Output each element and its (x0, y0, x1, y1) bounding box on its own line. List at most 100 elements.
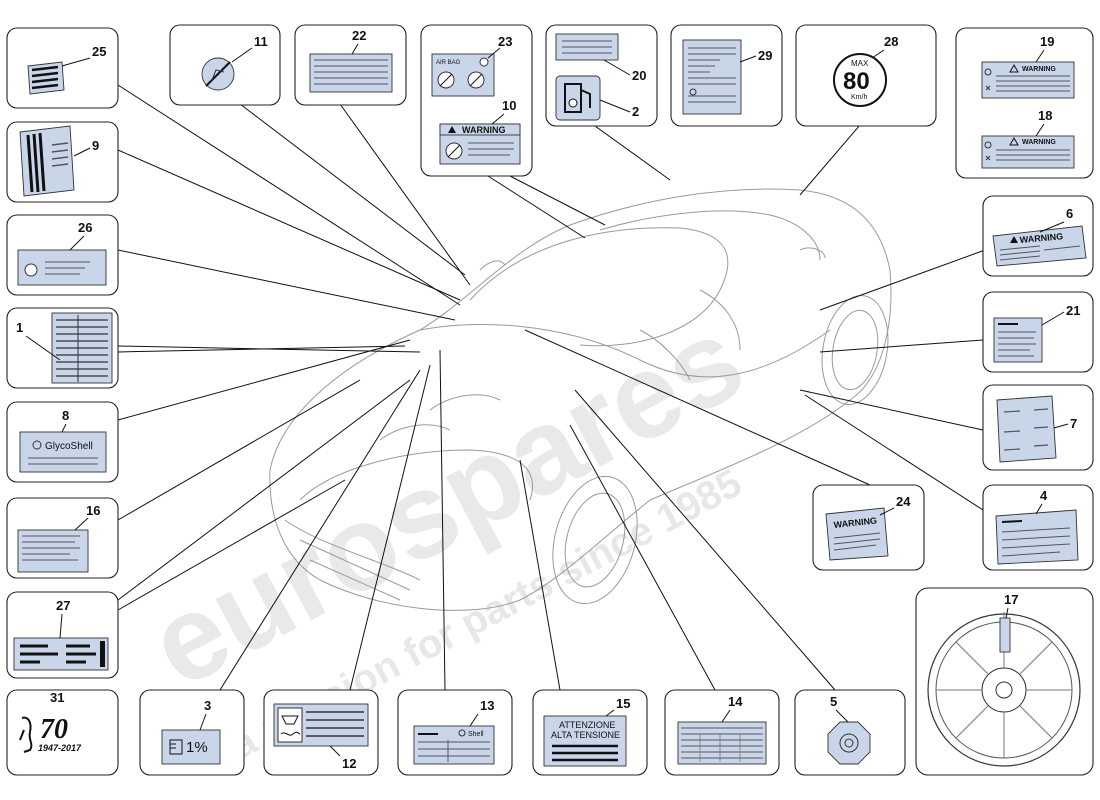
callout-29[interactable]: 29 (670, 24, 783, 127)
callout-number: 14 (728, 694, 743, 709)
callout-12[interactable]: 12 (263, 689, 379, 776)
label-6-sticker: WARNING (992, 225, 1087, 267)
car-outline (269, 188, 892, 611)
callout-number: 12 (342, 756, 356, 771)
warning-text: WARNING (462, 125, 506, 135)
callout-number: 15 (616, 696, 630, 711)
label-3-sticker: 1% (161, 729, 221, 765)
glycoshell-text: GlycoShell (45, 441, 93, 452)
callout-19-18[interactable]: 19 WARNING 18 WARNING (955, 27, 1094, 179)
label-1-sticker (51, 312, 113, 384)
warning-text: WARNING (1019, 231, 1063, 245)
callout-17[interactable]: 17 (915, 587, 1094, 776)
warning-text: WARNING (1022, 66, 1056, 73)
callout-7[interactable]: 7 (982, 384, 1094, 471)
callout-9[interactable]: 9 (6, 121, 119, 203)
callout-number: 8 (62, 408, 69, 423)
warning-text: WARNING (833, 515, 877, 529)
label-10-sticker: WARNING (439, 123, 521, 165)
callout-number: 18 (1038, 108, 1052, 123)
callout-number: 27 (56, 598, 70, 613)
callout-23-10[interactable]: 23 AIR BAG 10 WARNING (420, 24, 533, 177)
callout-number: 7 (1070, 416, 1077, 431)
callout-number: 26 (78, 220, 92, 235)
child-seat-icon (211, 69, 225, 81)
callout-number: 21 (1066, 303, 1080, 318)
callout-number: 3 (204, 698, 211, 713)
callout-13[interactable]: 13 Shell (397, 689, 513, 776)
label-20-sticker (555, 33, 619, 61)
callout-15[interactable]: 15 ATTENZIONE ALTA TENSIONE (532, 689, 648, 776)
callout-8[interactable]: 8 GlycoShell (6, 401, 119, 483)
callout-number: 11 (254, 34, 268, 49)
callout-3[interactable]: 3 1% (139, 689, 245, 776)
airbag-text: AIR BAG (436, 60, 461, 66)
callout-number: 28 (884, 34, 898, 49)
callout-16[interactable]: 16 (6, 497, 119, 579)
years-text: 1947-2017 (38, 743, 82, 753)
callout-number: 19 (1040, 34, 1054, 49)
label-11-sticker (201, 57, 235, 91)
callout-number: 1 (16, 320, 23, 335)
callout-26[interactable]: 26 (6, 214, 119, 296)
callout-number: 2 (632, 104, 639, 119)
seventy-text: 70 (40, 714, 68, 745)
callout-25[interactable]: 25 (6, 27, 119, 109)
label-24-sticker: WARNING (825, 507, 889, 561)
label-13-sticker: Shell (413, 725, 495, 765)
label-7-sticker (996, 395, 1057, 463)
callout-4[interactable]: 4 (982, 484, 1094, 571)
callout-number: 31 (50, 690, 64, 705)
kmh-text: Km/h (851, 94, 867, 101)
label-19-sticker: WARNING (981, 61, 1075, 99)
label-22-sticker (309, 53, 393, 93)
attenzione-text: ATTENZIONE (559, 720, 615, 730)
label-9-sticker (19, 125, 75, 197)
label-12-sticker (273, 703, 369, 747)
callout-number: 24 (896, 494, 911, 509)
label-31-anniversary-logo: 70 1947-2017 (19, 714, 82, 753)
callout-11[interactable]: 11 (169, 24, 281, 106)
callout-number: 16 (86, 503, 100, 518)
label-15-sticker: ATTENZIONE ALTA TENSIONE (543, 715, 627, 767)
callout-number: 13 (480, 698, 494, 713)
label-4-sticker (995, 509, 1079, 565)
callout-31[interactable]: 31 70 1947-2017 (6, 689, 119, 776)
label-23-sticker: AIR BAG (431, 53, 495, 97)
callout-number: 29 (758, 48, 772, 63)
callout-24[interactable]: 24 WARNING (812, 484, 925, 571)
callout-number: 4 (1040, 488, 1048, 503)
label-14-sticker (677, 721, 767, 765)
shell-text: Shell (468, 731, 484, 738)
callout-27[interactable]: 27 (6, 591, 119, 679)
callout-20-2[interactable]: 20 2 (545, 24, 658, 127)
callout-1[interactable]: 1 (6, 307, 119, 389)
callout-number: 25 (92, 44, 106, 59)
callout-number: 6 (1066, 206, 1073, 221)
max-text: MAX (851, 59, 869, 68)
label-21-sticker (993, 317, 1043, 363)
label-27-sticker (13, 637, 109, 671)
label-25-sticker (27, 61, 65, 95)
callout-number: 10 (502, 98, 516, 113)
callout-22[interactable]: 22 (294, 24, 407, 106)
callout-14[interactable]: 14 (664, 689, 780, 776)
label-2-sticker (555, 75, 601, 121)
speed-text: 80 (843, 68, 870, 95)
callout-28[interactable]: 28 MAX 80 Km/h (795, 24, 937, 127)
callout-number: 22 (352, 28, 366, 43)
callout-21[interactable]: 21 (982, 291, 1094, 373)
callout-number: 9 (92, 138, 99, 153)
label-26-sticker (17, 249, 107, 286)
label-8-sticker: GlycoShell (19, 431, 107, 473)
callout-5[interactable]: 5 (794, 689, 906, 776)
label-18-sticker: WARNING (981, 135, 1075, 169)
oil-can-icon (281, 715, 299, 725)
alta-tensione-text: ALTA TENSIONE (551, 730, 620, 740)
fuel-pump-icon (564, 83, 582, 113)
headlight-icon (169, 739, 183, 755)
label-29-sticker (682, 39, 742, 115)
callout-6[interactable]: 6 WARNING (982, 195, 1094, 277)
label-28-speed-sticker: MAX 80 Km/h (833, 53, 887, 107)
